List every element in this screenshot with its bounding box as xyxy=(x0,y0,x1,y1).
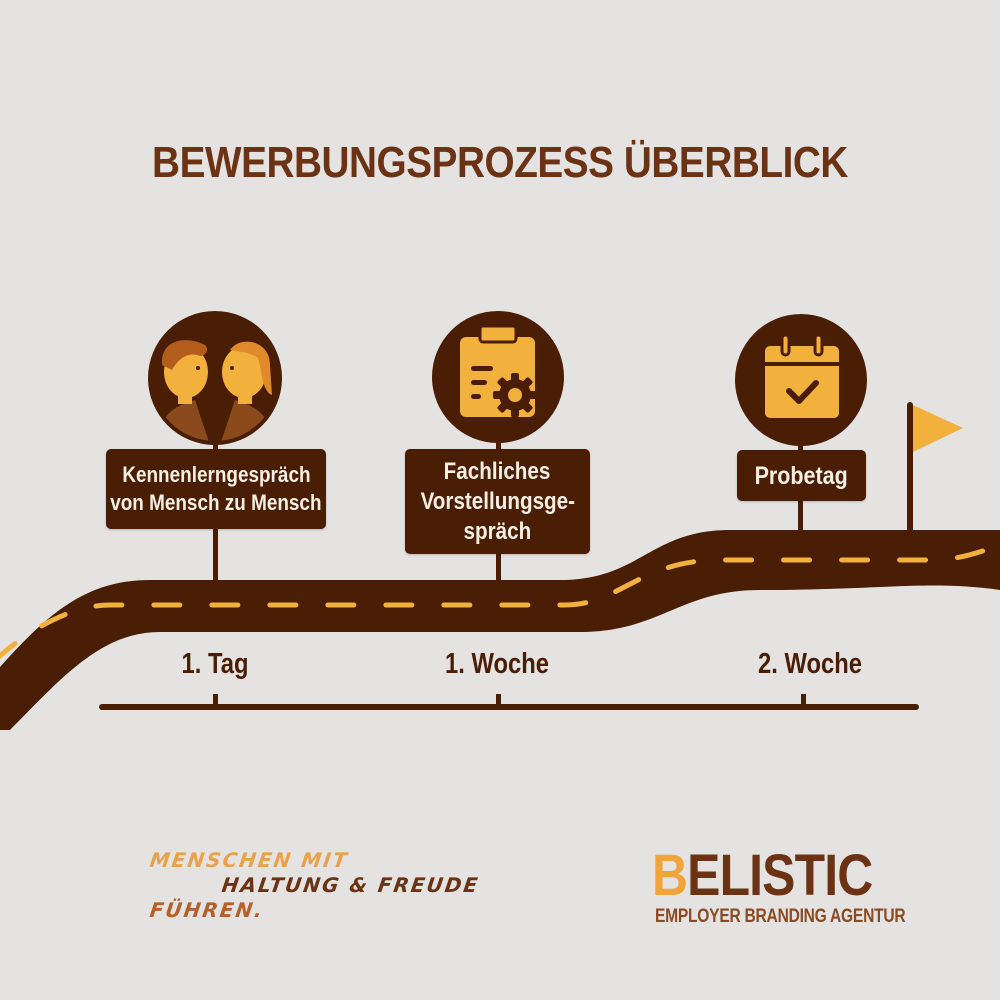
clipboard-gear-icon xyxy=(432,311,564,443)
step-3-sign: Probetag xyxy=(737,450,866,501)
time-label-2: 1. Woche xyxy=(445,648,549,680)
brand-logo: BELISTIC xyxy=(652,842,873,909)
brand-subtitle: EMPLOYER BRANDING AGENTUR xyxy=(655,906,906,927)
road-center-line xyxy=(0,542,1000,660)
road xyxy=(0,530,1000,730)
brand-logo-name: ELISTIC xyxy=(687,843,873,908)
step-2-label-line-1: Fachliches xyxy=(444,457,551,485)
step-1-sign: Kennenlerngespräch von Mensch zu Mensch xyxy=(106,449,326,529)
finish-flag-icon xyxy=(907,402,963,532)
brand-logo-initial: B xyxy=(652,843,688,908)
step-2-label-line-2: Vorstellungsge- xyxy=(420,487,575,515)
two-people-facing-icon xyxy=(148,311,282,445)
time-label-1: 1. Tag xyxy=(181,648,249,680)
calendar-check-icon xyxy=(735,314,867,446)
page-title: BEWERBUNGSPROZESS ÜBERBLICK xyxy=(152,138,848,187)
slogan-line-3: FÜHREN. xyxy=(148,898,266,922)
step-3-label: Probetag xyxy=(754,461,849,490)
step-1-label-line-1: Kennenlerngespräch xyxy=(121,462,311,487)
step-2-sign: Fachliches Vorstellungsge- spräch xyxy=(405,449,590,554)
slogan-line-2: HALTUNG & FREUDE xyxy=(220,873,481,897)
step-2-label-line-3: spräch xyxy=(463,517,532,545)
timeline-axis xyxy=(99,694,919,710)
slogan-line-1: MENSCHEN MIT xyxy=(148,848,351,872)
time-label-3: 2. Woche xyxy=(758,648,862,680)
step-1-label-line-2: von Mensch zu Mensch xyxy=(110,490,322,515)
